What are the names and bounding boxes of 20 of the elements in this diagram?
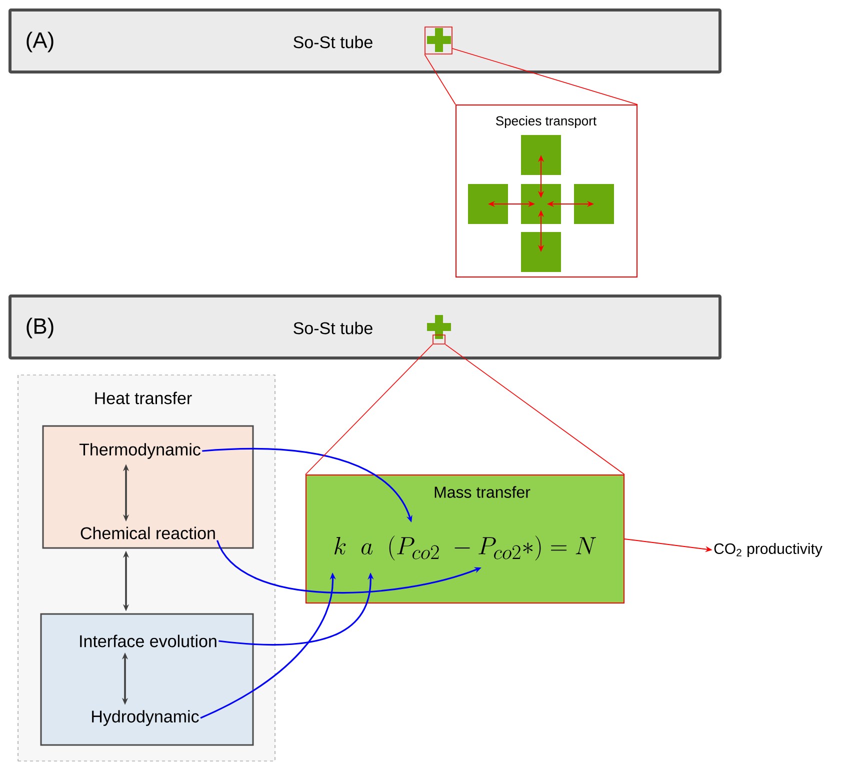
node-label: Chemical reaction (80, 526, 215, 540)
zoom-line (305, 344, 433, 475)
cell-square (574, 184, 614, 224)
cell-square (521, 184, 561, 224)
tube: (B) So-St tube (8, 294, 722, 360)
process-box (40, 613, 254, 746)
zoom-line (445, 344, 625, 475)
zoom-line (452, 48, 638, 105)
zoom-marker (432, 334, 446, 344)
node-label: CO$_{2}$ productivity (714, 543, 822, 557)
process-box (42, 425, 254, 549)
node-label: Interface evolution (80, 634, 216, 648)
node-label: Hydrodynamic (92, 710, 199, 726)
tube: (A) So-St tube (8, 8, 722, 74)
cell-square (468, 184, 508, 224)
equation-box: Mass transfer $k\;\;a\;\;(P_{co2}\;-P_{co2}{*}) = N$ (306, 474, 624, 604)
cell-square (521, 135, 561, 175)
node-label: Thermodynamic (79, 443, 200, 459)
zoom-line (424, 54, 456, 105)
cell-square (521, 232, 561, 272)
